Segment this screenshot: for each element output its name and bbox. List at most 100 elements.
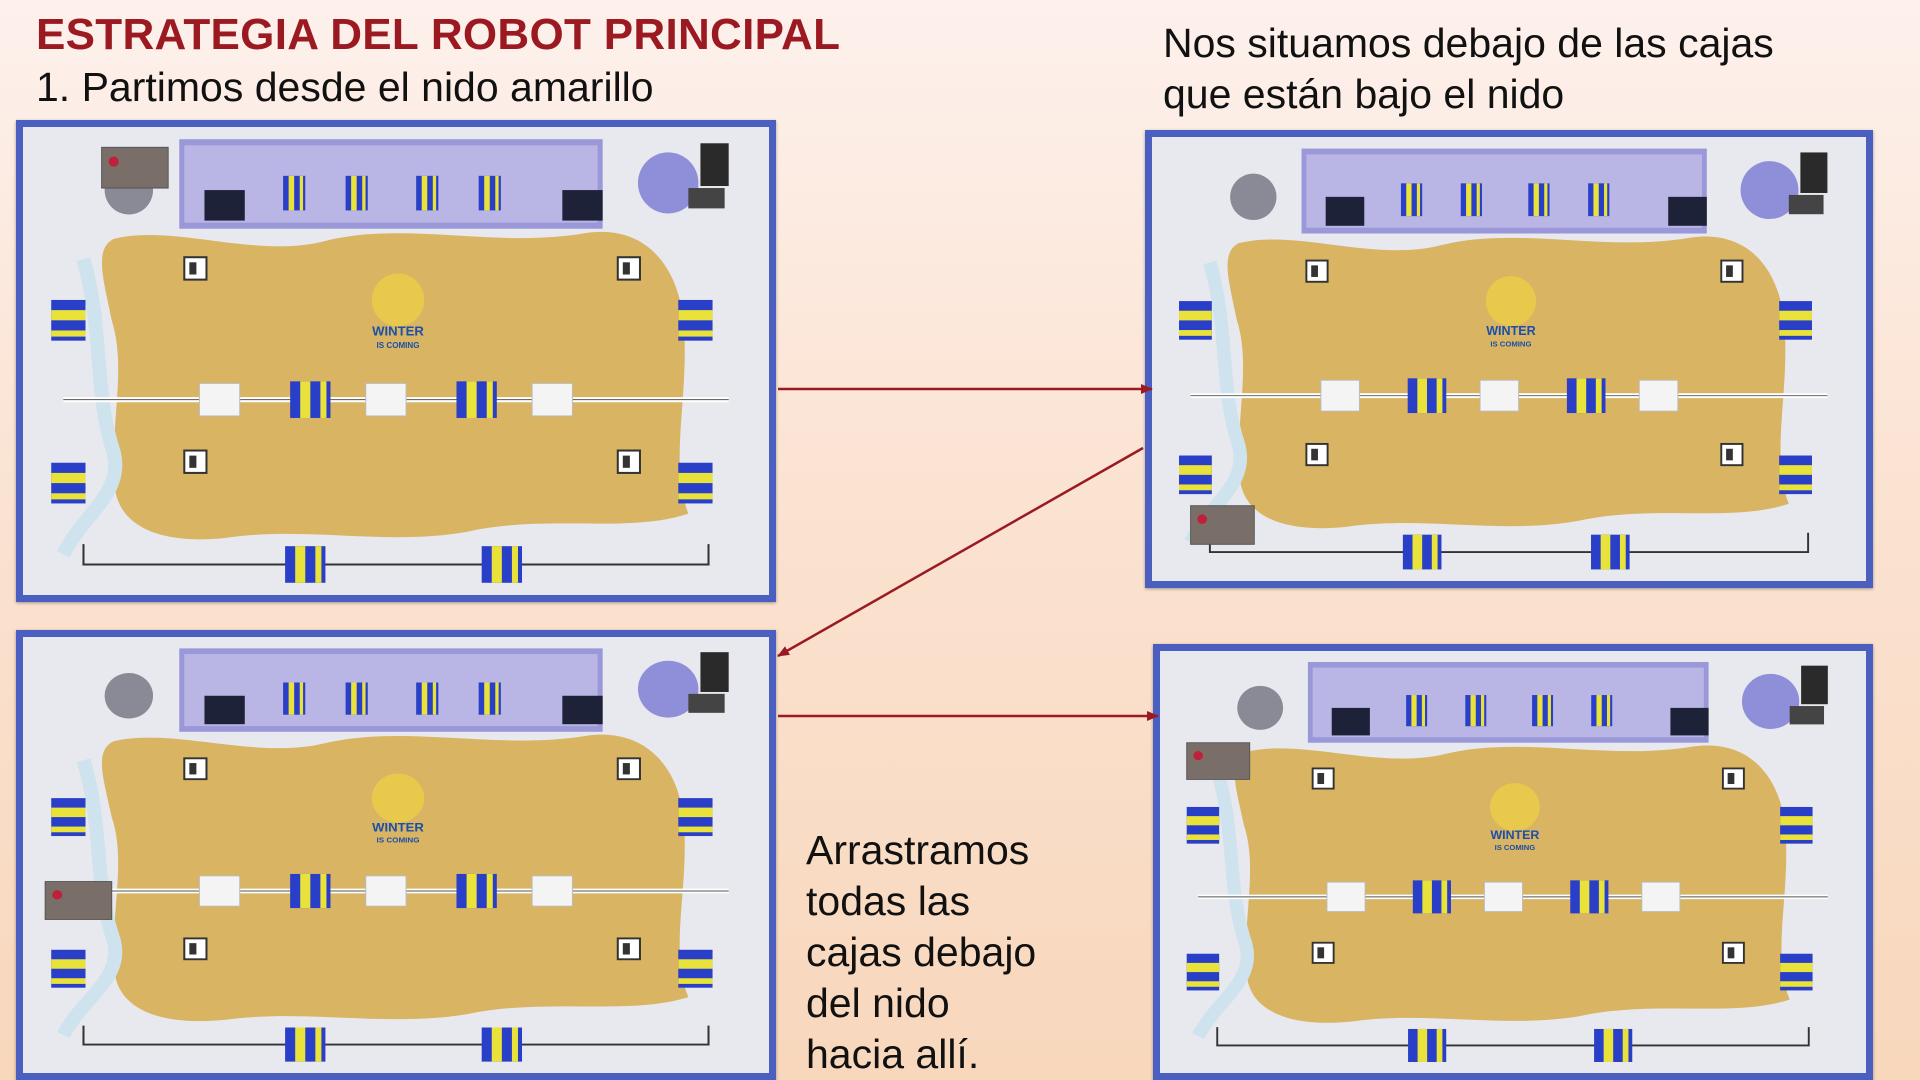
robot-tower	[1801, 665, 1828, 705]
crate	[51, 299, 86, 341]
bin	[204, 190, 245, 221]
crate	[345, 682, 368, 715]
bin	[1670, 707, 1709, 736]
logo-text: IS COMING	[377, 836, 420, 845]
caption-line: Nos situamos debajo de las cajas	[1163, 20, 1774, 66]
logo-text: WINTER	[1486, 324, 1535, 338]
rail-stop	[1326, 881, 1366, 912]
bin	[1331, 707, 1370, 736]
crate	[51, 798, 86, 837]
nest-purple	[1740, 161, 1799, 220]
nest-grey	[1230, 173, 1277, 221]
caption-line: todas las	[806, 878, 971, 924]
aruco-marker-mark	[1311, 265, 1318, 277]
crate	[481, 546, 523, 583]
aruco-marker-mark	[1727, 773, 1735, 785]
bin	[562, 190, 603, 221]
crate	[1594, 1028, 1633, 1062]
crate	[1780, 953, 1813, 991]
rail-stop	[1638, 379, 1679, 412]
stream	[1192, 768, 1254, 1040]
crate	[478, 682, 501, 715]
rail-stop	[198, 875, 241, 907]
crate	[1591, 534, 1630, 570]
robot-light	[108, 156, 119, 167]
crate	[1528, 183, 1550, 217]
crate	[678, 949, 713, 988]
crate	[51, 949, 86, 988]
aruco-marker-mark	[189, 943, 197, 955]
rail-stop	[1641, 881, 1681, 912]
crate	[678, 299, 713, 341]
nest-purple	[637, 152, 699, 214]
top-strip-inner	[1306, 154, 1702, 228]
aruco-marker-mark	[622, 943, 630, 955]
crate	[1179, 455, 1212, 495]
crate	[345, 175, 368, 211]
crate	[1780, 806, 1813, 844]
robot-tower	[700, 143, 729, 187]
aruco-marker-mark	[189, 262, 197, 275]
robot-tower	[700, 652, 729, 692]
rail-stop	[1483, 881, 1524, 912]
arrow-under-boxes-to-drag-boxes	[777, 446, 1144, 658]
crate	[1186, 806, 1220, 844]
aruco-marker-mark	[622, 262, 630, 275]
logo-text: IS COMING	[1490, 339, 1531, 348]
robot	[101, 146, 169, 189]
nest-purple	[1741, 673, 1800, 729]
crate	[1408, 1028, 1447, 1062]
aruco-marker-mark	[622, 455, 630, 468]
logo-text: WINTER	[372, 324, 424, 339]
crate	[1412, 880, 1451, 914]
crate	[456, 381, 497, 418]
caption-drag-boxes: Arrastramos todas las cajas debajo del n…	[806, 825, 1036, 1080]
aruco-marker-mark	[189, 763, 197, 775]
robot-light	[1197, 514, 1207, 525]
robot	[44, 881, 113, 920]
caption-under-boxes: Nos situamos debajo de las cajas que est…	[1163, 18, 1774, 120]
crate	[1406, 695, 1428, 727]
nest-grey	[104, 673, 154, 719]
crate	[1407, 378, 1447, 414]
robot-tower-base	[688, 693, 725, 713]
robot-tower-base	[688, 188, 725, 209]
aruco-marker-mark	[1317, 773, 1325, 785]
crate	[1402, 534, 1442, 570]
bottom-rail	[82, 1025, 710, 1046]
rail-stop	[198, 382, 241, 417]
aruco-marker-mark	[1727, 947, 1735, 959]
bottom-rail	[82, 544, 710, 566]
crate	[1591, 695, 1613, 727]
robot	[1186, 742, 1251, 780]
crate	[481, 1027, 523, 1062]
logo-text: WINTER	[1490, 828, 1539, 842]
crate	[290, 381, 331, 418]
caption-line: Arrastramos	[806, 827, 1030, 873]
aruco-marker-mark	[1317, 947, 1325, 959]
rail-stop	[365, 875, 407, 907]
step-1-caption: 1. Partimos desde el nido amarillo	[36, 64, 654, 110]
robot-tower-base	[1789, 706, 1825, 725]
bin	[1325, 196, 1365, 226]
crate	[51, 462, 86, 504]
crate	[1779, 301, 1812, 340]
rail-stop	[365, 382, 407, 417]
caption-line: del nido	[806, 980, 950, 1026]
crate	[1465, 695, 1487, 727]
aruco-marker-mark	[1311, 448, 1318, 461]
crate	[1570, 880, 1609, 914]
crate	[283, 175, 306, 211]
rail-stop	[1479, 379, 1520, 412]
crate	[283, 682, 306, 715]
rail-stop	[531, 382, 573, 417]
